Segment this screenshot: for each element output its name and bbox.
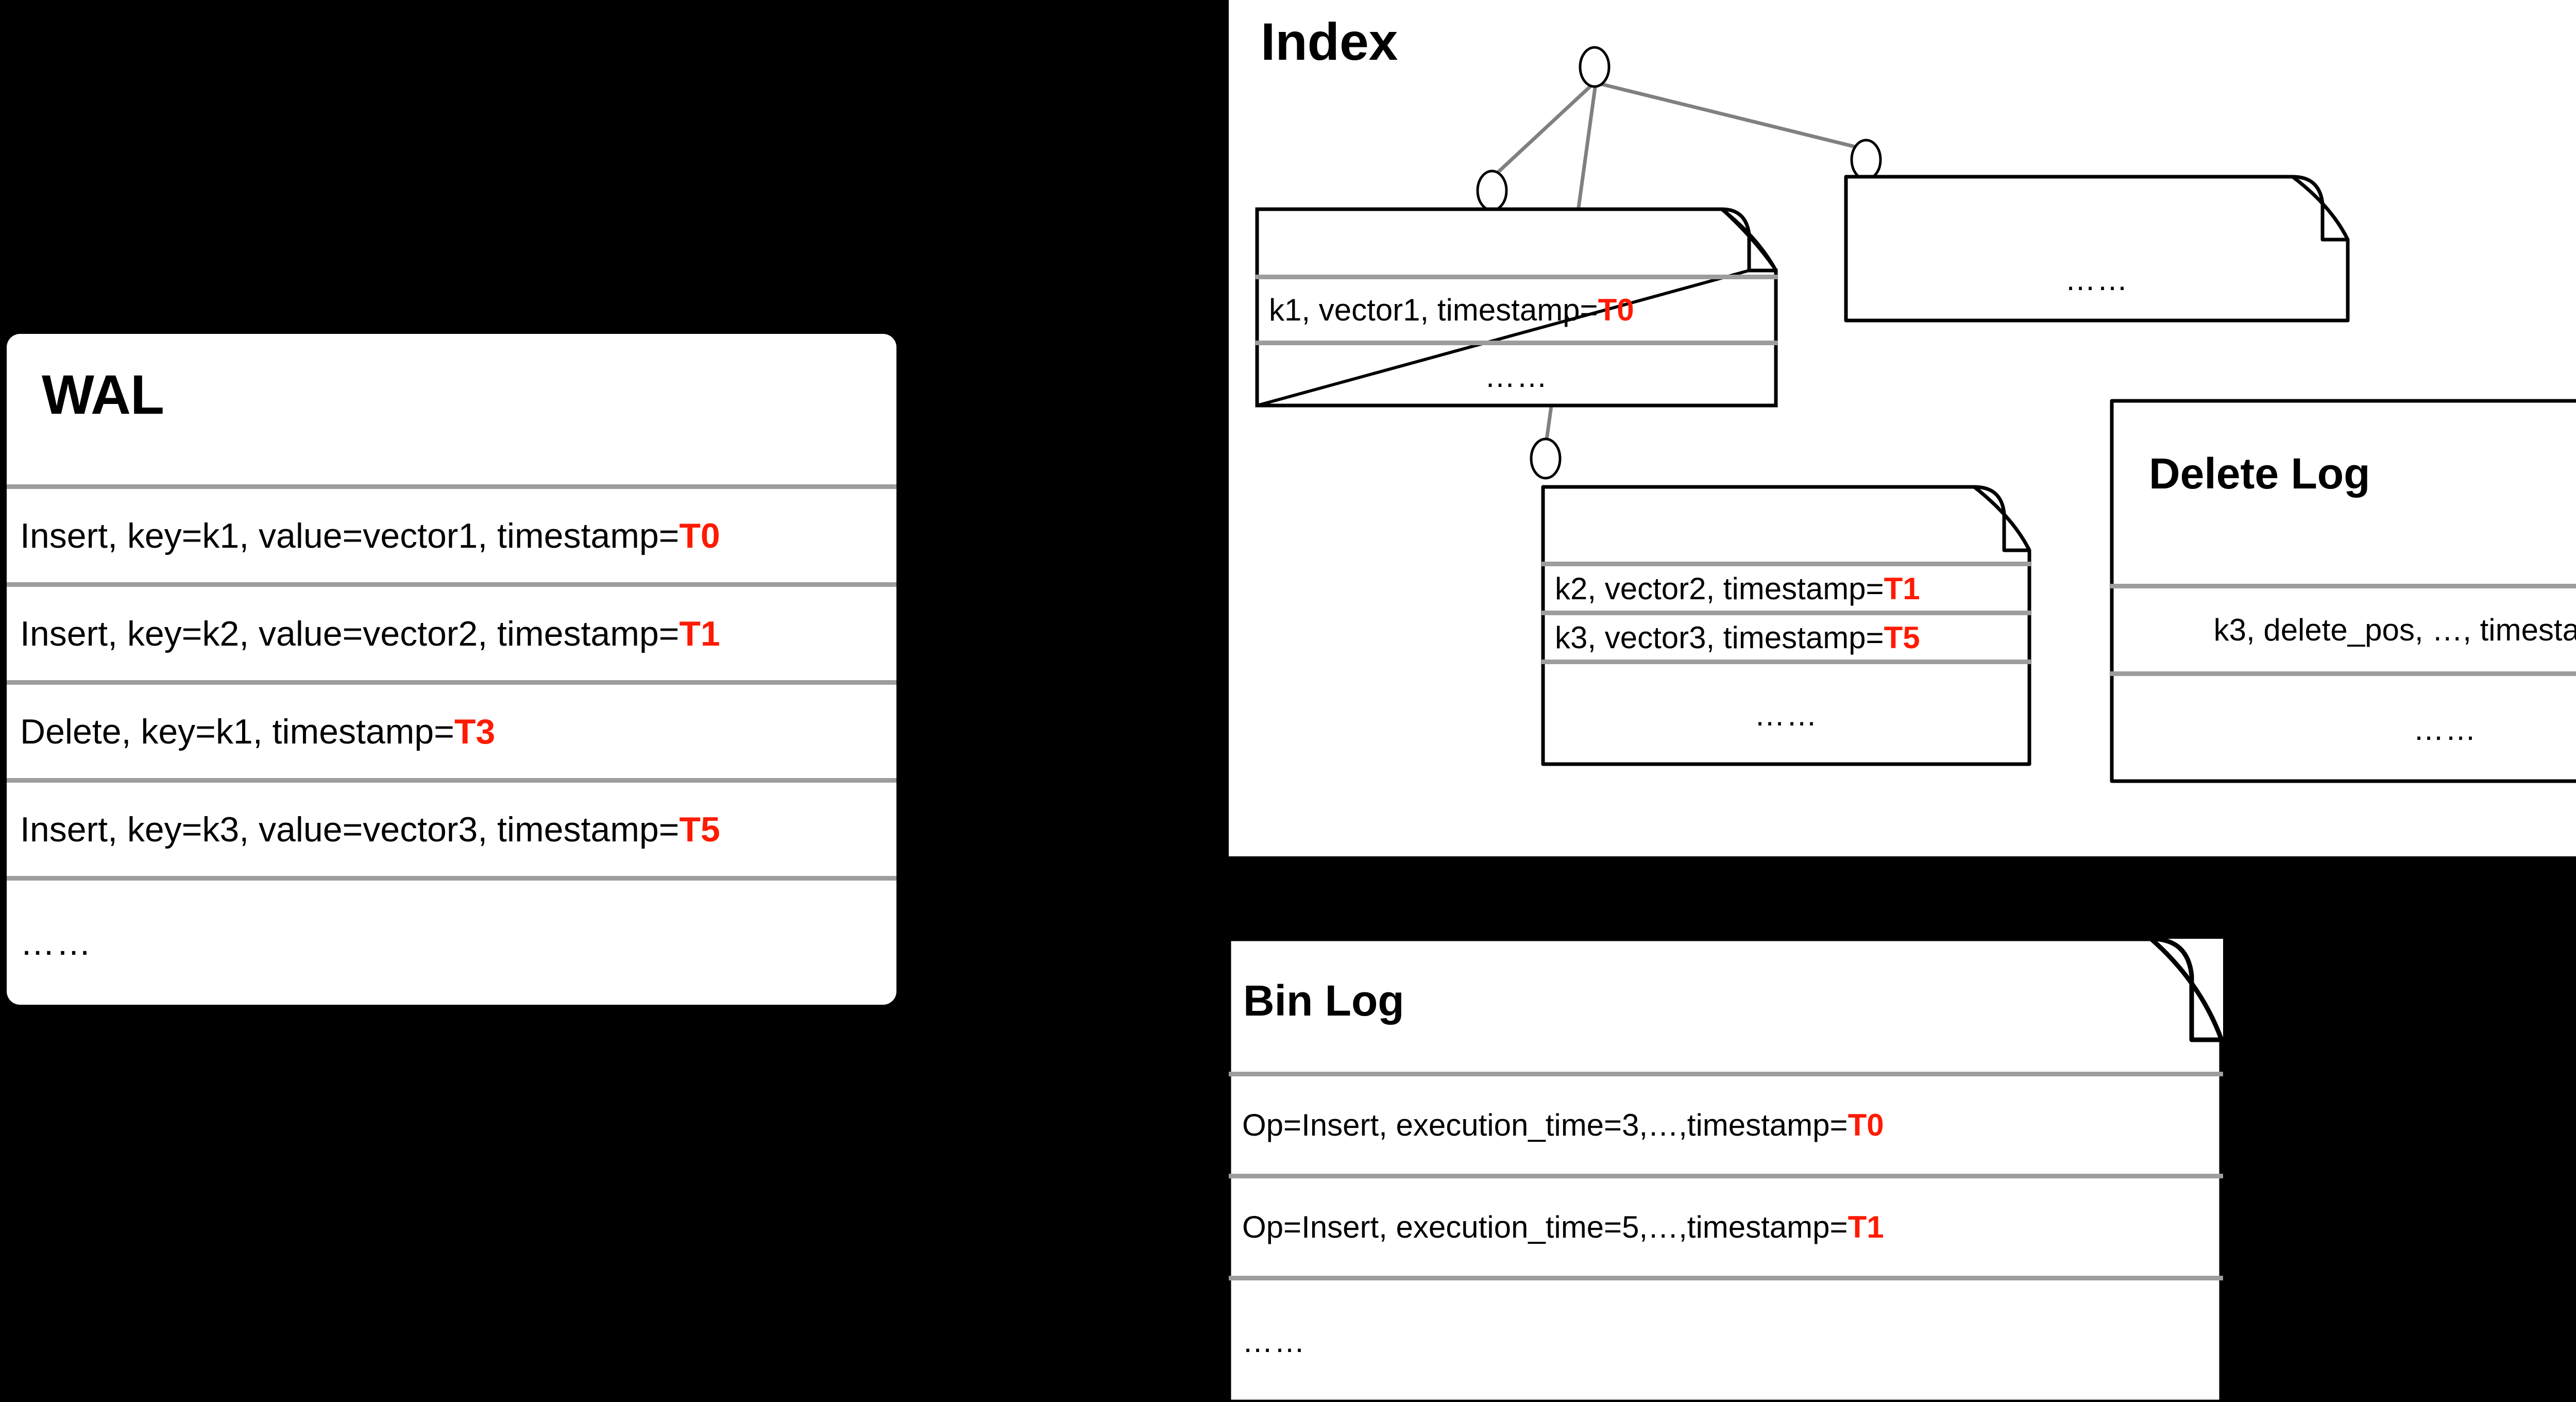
timestamp-value: T5 xyxy=(679,809,720,849)
bin-log-row-0: Op=Insert, execution_time=3,…,timestamp=… xyxy=(1229,1072,2223,1174)
wal-row-text-4: …… xyxy=(20,923,92,962)
wal-row-text-0: Insert, key=k1, value=vector1, timestamp… xyxy=(20,516,720,555)
wal-row-text-1: Insert, key=k2, value=vector2, timestamp… xyxy=(20,614,720,653)
timestamp-value: T3 xyxy=(454,712,496,751)
delete-log-row-text-1: …… xyxy=(2413,712,2477,747)
left-child-node-icon xyxy=(1476,170,1508,212)
bin-log-title: Bin Log xyxy=(1243,976,1404,1025)
index-title: Index xyxy=(1261,12,1398,71)
right-child-node-icon xyxy=(1850,139,1882,181)
wal-row-3: Insert, key=k3, value=vector3, timestamp… xyxy=(7,778,896,876)
wal-row-2: Delete, key=k1, timestamp=T3 xyxy=(7,680,896,778)
dog-ear-page-icon xyxy=(1226,936,2224,1402)
tree-edge-root-right xyxy=(1594,80,1867,151)
dog-ear-page-icon xyxy=(1255,207,1778,408)
wal-row-0: Insert, key=k1, value=vector1, timestamp… xyxy=(7,484,896,582)
index-card-ellipsis-row-0: …… xyxy=(1844,237,2349,322)
timestamp-value: T5 xyxy=(1884,620,1920,655)
index-card-k3-row-text: k3, vector3, timestamp=T5 xyxy=(1555,620,1920,655)
timestamp-value: T1 xyxy=(1848,1210,1884,1244)
dog-ear-page-icon xyxy=(2110,399,2576,783)
wal-row-1: Insert, key=k2, value=vector2, timestamp… xyxy=(7,582,896,680)
delete-log-title: Delete Log xyxy=(2149,449,2370,498)
bin-log-panel: Bin Log Op=Insert, execution_time=3,…,ti… xyxy=(1226,936,2224,1402)
timestamp-value: T1 xyxy=(1884,571,1920,606)
root-node-icon xyxy=(1579,46,1611,88)
timestamp-value: T0 xyxy=(1598,293,1634,327)
index-card-k1-row-text-1: …… xyxy=(1484,359,1549,394)
index-card-k2-row: k2, vector2, timestamp=T1 xyxy=(1541,562,2031,611)
delete-log-row-0: k3, delete_pos, …, timestamp=T3 xyxy=(2110,584,2576,671)
bin-log-row-1: Op=Insert, execution_time=5,…,timestamp=… xyxy=(1229,1174,2223,1276)
index-card-k1-row-1: …… xyxy=(1256,341,1777,407)
index-card-k2-k3: k2, vector2, timestamp=T1 k3, vector3, t… xyxy=(1541,485,2031,766)
wal-title: WAL xyxy=(42,363,164,426)
timestamp-value: T1 xyxy=(679,614,720,653)
wal-row-4: …… xyxy=(7,876,896,1005)
bin-log-row-2: …… xyxy=(1229,1276,2223,1402)
index-card-k2-row-text: k2, vector2, timestamp=T1 xyxy=(1555,571,1920,606)
bin-log-row-text-1: Op=Insert, execution_time=5,…,timestamp=… xyxy=(1242,1210,1884,1244)
middle-child-node-icon xyxy=(1530,437,1562,480)
index-card-k3-row: k3, vector3, timestamp=T5 xyxy=(1541,611,2031,660)
dog-ear-page-icon xyxy=(1844,175,2350,323)
timestamp-value: T0 xyxy=(679,516,720,555)
delete-log-row-text-0: k3, delete_pos, …, timestamp=T3 xyxy=(2213,613,2576,647)
index-card-k2-k3-row-text-ellipsis: …… xyxy=(1754,698,1818,732)
wal-row-text-3: Insert, key=k3, value=vector3, timestamp… xyxy=(20,809,720,849)
dog-ear-page-icon xyxy=(1541,485,2031,766)
index-panel: Index k1, vector1, timestamp=T0 …… xyxy=(1229,0,2576,856)
bin-log-row-text-2: …… xyxy=(1242,1324,1306,1359)
delete-log-panel: Delete Log k3, delete_pos, …, timestamp=… xyxy=(2110,399,2576,783)
index-card-k1: k1, vector1, timestamp=T0 …… xyxy=(1255,207,1778,408)
index-card-k1-row-text-0: k1, vector1, timestamp=T0 xyxy=(1269,293,1634,327)
timestamp-value: T0 xyxy=(1848,1108,1884,1142)
wal-row-text-2: Delete, key=k1, timestamp=T3 xyxy=(20,712,496,751)
index-card-ellipsis-row-text-0: …… xyxy=(2065,262,2129,297)
index-card-ellipsis: …… xyxy=(1844,175,2350,323)
delete-log-row-1: …… xyxy=(2110,671,2576,783)
wal-panel: WAL Insert, key=k1, value=vector1, times… xyxy=(7,334,896,1005)
index-card-k2-k3-row-ellipsis: …… xyxy=(1541,660,2031,766)
index-card-k1-row-0: k1, vector1, timestamp=T0 xyxy=(1256,275,1777,341)
bin-log-row-text-0: Op=Insert, execution_time=3,…,timestamp=… xyxy=(1242,1108,1884,1142)
tree-edge-root-left xyxy=(1490,81,1596,179)
